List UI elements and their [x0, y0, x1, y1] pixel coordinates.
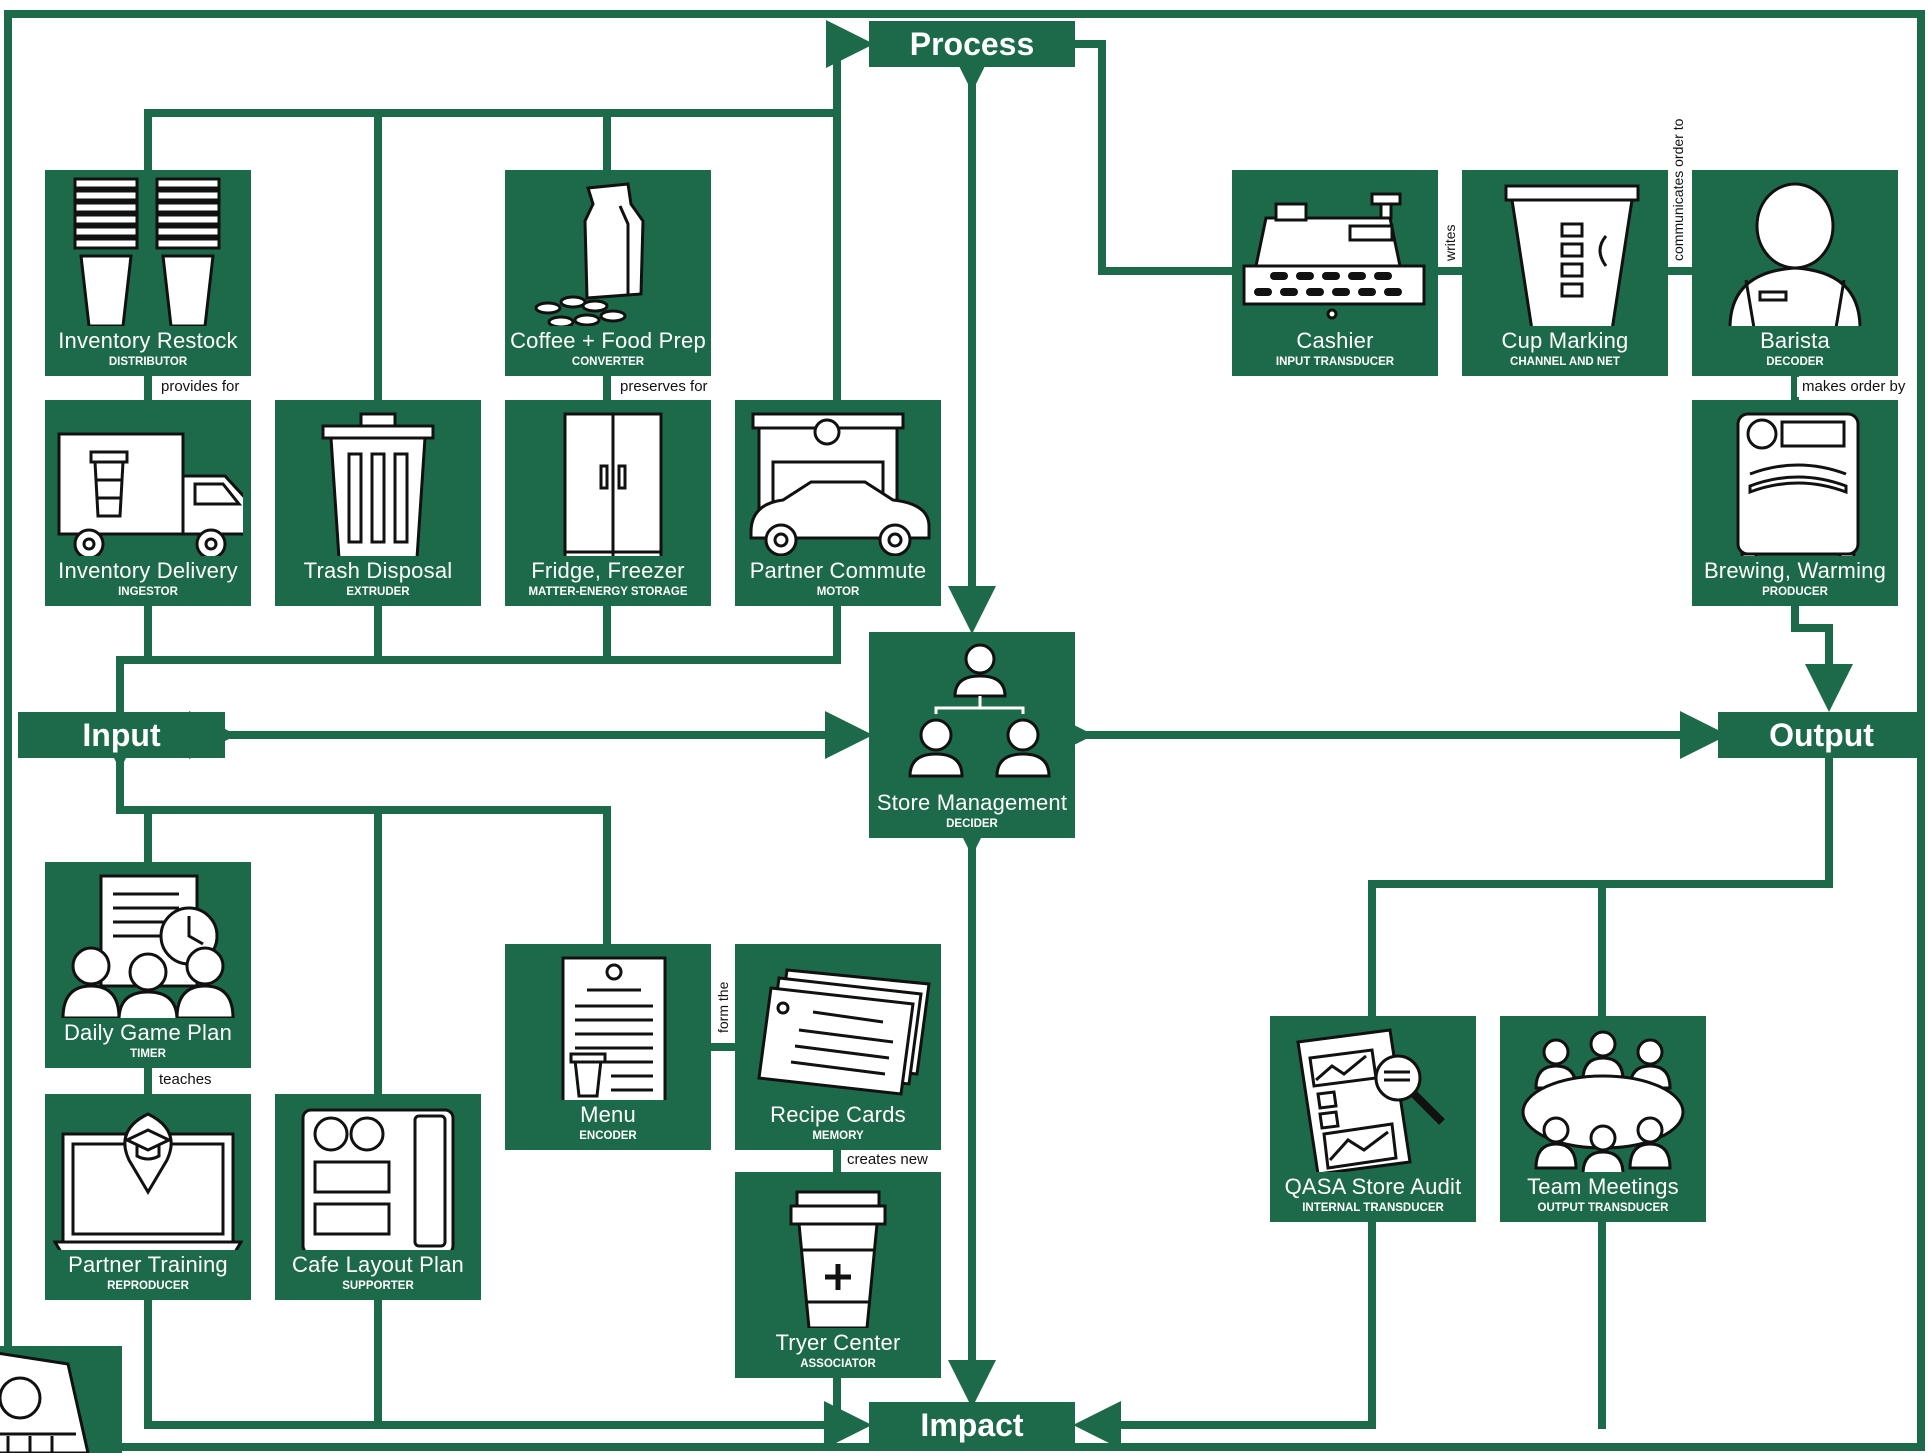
- coffee-food-prep-node: Coffee + Food Prep CONVERTER: [505, 170, 711, 376]
- cup-stacks-icon: [53, 176, 243, 326]
- node-role: MATTER-ENERGY STORAGE: [528, 586, 688, 598]
- node-role: REPRODUCER: [107, 1280, 189, 1292]
- node-role: EXTRUDER: [346, 586, 410, 598]
- node-role: INTERNAL TRANSDUCER: [1302, 1202, 1444, 1214]
- cropped-corner-icon: [0, 1352, 90, 1453]
- oven-icon: [1700, 406, 1890, 556]
- menu-clipboard-icon: [513, 950, 703, 1100]
- meeting-table-icon: [1508, 1022, 1698, 1172]
- node-label: Trash Disposal: [303, 558, 453, 583]
- node-label: Team Meetings: [1527, 1174, 1679, 1199]
- node-label: Coffee + Food Prep: [510, 328, 706, 353]
- partner-training-node: Partner Training REPRODUCER: [45, 1094, 251, 1300]
- node-label: Partner Commute: [749, 558, 927, 583]
- process-hub: Process: [869, 21, 1075, 67]
- inventory-restock-node: Inventory Restock DISTRIBUTOR: [45, 170, 251, 376]
- coffee-bag-icon: [513, 176, 703, 326]
- node-label: Inventory Delivery: [58, 558, 238, 583]
- qasa-store-audit-node: QASA Store Audit INTERNAL TRANSDUCER: [1270, 1016, 1476, 1222]
- relation-preserves-for: preserves for: [615, 377, 713, 397]
- relation-form-the: form the: [714, 978, 732, 1036]
- recipe-cards-icon: [743, 950, 933, 1100]
- team-clock-icon: [53, 868, 243, 1018]
- delivery-truck-icon: [53, 406, 243, 556]
- menu-node: Menu ENCODER: [505, 944, 711, 1150]
- node-role: PRODUCER: [1762, 586, 1828, 598]
- node-role: ASSOCIATOR: [800, 1358, 876, 1370]
- node-role: DECIDER: [946, 818, 998, 830]
- brewing-warming-node: Brewing, Warming PRODUCER: [1692, 400, 1898, 606]
- relation-teaches: teaches: [154, 1070, 217, 1090]
- laptop-graduate-icon: [53, 1100, 243, 1250]
- node-label: Fridge, Freezer: [531, 558, 685, 583]
- node-role: INGESTOR: [118, 586, 178, 598]
- node-label: Daily Game Plan: [63, 1020, 233, 1045]
- org-chart-icon: [877, 638, 1067, 788]
- relation-creates-new: creates new: [842, 1150, 933, 1170]
- node-role: SUPPORTER: [342, 1280, 414, 1292]
- car-store-icon: [743, 406, 933, 556]
- relation-writes: writes: [1441, 221, 1459, 264]
- relation-communicates-order-to: communicates order to: [1669, 115, 1687, 264]
- node-role: MEMORY: [812, 1130, 864, 1142]
- marked-cup-icon: [1470, 176, 1660, 326]
- cash-register-icon: [1240, 176, 1430, 326]
- trash-disposal-node: Trash Disposal EXTRUDER: [275, 400, 481, 606]
- node-label: Cup Marking: [1501, 328, 1629, 353]
- node-role: CHANNEL AND NET: [1510, 356, 1620, 368]
- node-label: Brewing, Warming: [1703, 558, 1887, 583]
- cup-marking-node: Cup Marking CHANNEL AND NET: [1462, 170, 1668, 376]
- cashier-node: Cashier INPUT TRANSDUCER: [1232, 170, 1438, 376]
- relation-makes-order-by: makes order by: [1797, 377, 1911, 397]
- daily-game-plan-node: Daily Game Plan TIMER: [45, 862, 251, 1068]
- fridge-freezer-node: Fridge, Freezer MATTER-ENERGY STORAGE: [505, 400, 711, 606]
- node-role: TIMER: [130, 1048, 166, 1060]
- relation-provides-for: provides for: [156, 377, 245, 397]
- node-label: Barista: [1760, 328, 1830, 353]
- impact-hub: Impact: [869, 1402, 1075, 1448]
- node-label: Store Management: [876, 790, 1068, 815]
- trash-can-icon: [283, 406, 473, 556]
- node-label: Cafe Layout Plan: [292, 1252, 464, 1277]
- recipe-cards-node: Recipe Cards MEMORY: [735, 944, 941, 1150]
- input-hub: Input: [18, 712, 225, 758]
- node-label: Tryer Center: [775, 1330, 901, 1355]
- inventory-delivery-node: Inventory Delivery INGESTOR: [45, 400, 251, 606]
- partner-commute-node: Partner Commute MOTOR: [735, 400, 941, 606]
- output-hub: Output: [1718, 712, 1925, 758]
- node-role: DISTRIBUTOR: [108, 356, 188, 368]
- node-label: Inventory Restock: [58, 328, 238, 353]
- store-management-node: Store Management DECIDER: [869, 632, 1075, 838]
- cafe-layout-plan-node: Cafe Layout Plan SUPPORTER: [275, 1094, 481, 1300]
- cropped-corner-node: [0, 1346, 122, 1453]
- new-cup-icon: [743, 1178, 933, 1328]
- node-role: ENCODER: [579, 1130, 637, 1142]
- node-role: MOTOR: [816, 586, 860, 598]
- team-meetings-node: Team Meetings OUTPUT TRANSDUCER: [1500, 1016, 1706, 1222]
- node-label: QASA Store Audit: [1284, 1174, 1462, 1199]
- fridge-icon: [513, 406, 703, 556]
- node-role: DECODER: [1766, 356, 1824, 368]
- node-label: Cashier: [1296, 328, 1374, 353]
- node-label: Partner Training: [68, 1252, 228, 1277]
- node-label: Menu: [580, 1102, 636, 1127]
- node-label: Recipe Cards: [770, 1102, 906, 1127]
- node-role: INPUT TRANSDUCER: [1275, 356, 1395, 368]
- audit-report-icon: [1278, 1022, 1468, 1172]
- node-role: OUTPUT TRANSDUCER: [1537, 1202, 1669, 1214]
- tryer-center-node: Tryer Center ASSOCIATOR: [735, 1172, 941, 1378]
- node-role: CONVERTER: [571, 356, 645, 368]
- barista-node: Barista DECODER: [1692, 170, 1898, 376]
- floor-plan-icon: [283, 1100, 473, 1250]
- barista-icon: [1700, 176, 1890, 326]
